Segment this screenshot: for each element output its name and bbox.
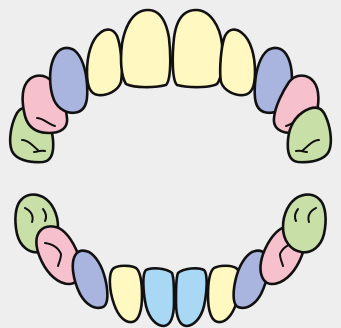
upper-right-central-incisor[interactable] xyxy=(173,10,223,87)
lower-right-molar[interactable] xyxy=(283,195,326,253)
upper-left-premolar-1[interactable] xyxy=(50,48,87,113)
upper-left-central-incisor[interactable] xyxy=(121,10,170,87)
